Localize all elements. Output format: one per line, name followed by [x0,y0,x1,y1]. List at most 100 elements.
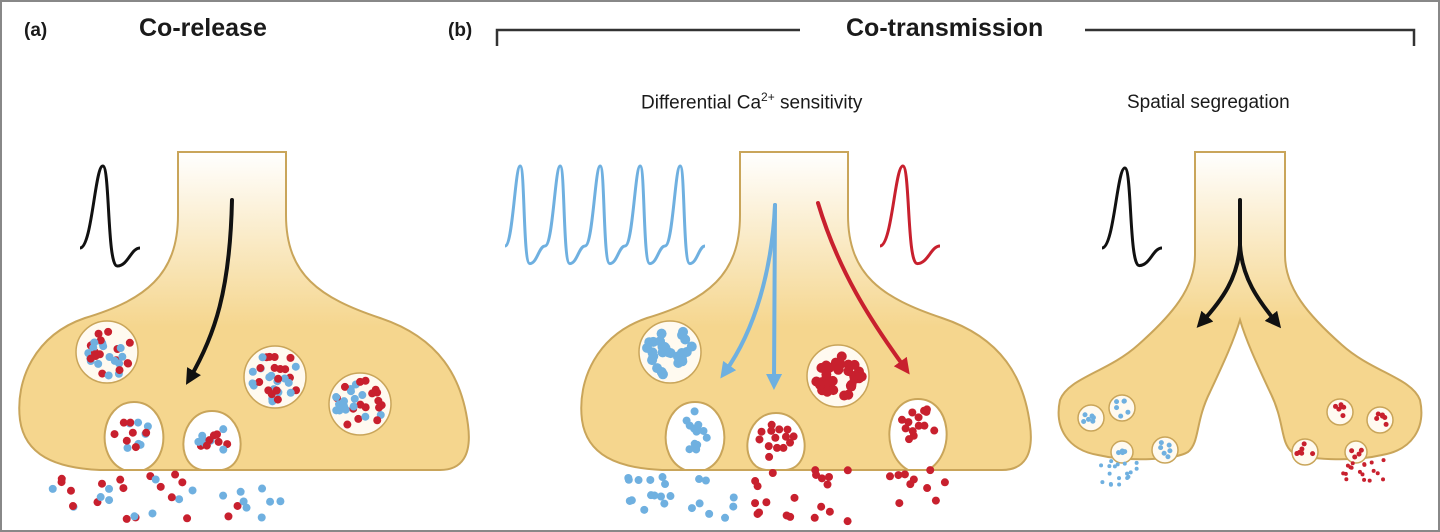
released-transmitter [1117,482,1122,487]
transmitter-molecule [110,430,119,439]
transmitter-molecule [374,396,383,405]
vesicle-b1-blue [638,320,702,384]
transmitter-molecule [648,351,659,362]
released-transmitter [66,486,75,495]
transmitter-molecule [115,366,124,375]
released-transmitter [1341,471,1346,476]
transmitter-molecule [702,433,711,442]
released-transmitter [130,512,139,521]
action-potential-trace-blue [583,164,626,266]
released-transmitter [656,492,665,501]
transmitter-molecule [272,386,281,395]
released-transmitter [940,478,949,487]
vesicle-b2-red-2 [1366,406,1394,434]
vesicle-b2-red-2-membrane [1366,406,1394,434]
transmitter-molecule [1114,405,1120,411]
transmitter-molecule [98,369,107,378]
fusing-vesicle-b1-blue-pocket [664,400,726,471]
released-transmitter [1350,461,1355,466]
transmitter-molecule [824,362,835,373]
action-potential-trace-b2 [1101,166,1163,268]
transmitter-molecule [219,445,228,454]
released-transmitter [242,503,251,512]
transmitter-molecule [1166,442,1172,448]
transmitter-molecule [116,344,125,353]
released-transmitter [239,497,248,506]
transmitter-molecule [286,388,295,397]
released-transmitter [695,499,704,508]
released-transmitter [97,479,106,488]
released-transmitter [1381,458,1386,463]
transmitter-molecule [358,391,367,400]
released-transmitter [1115,462,1120,467]
transmitter-molecule [905,435,914,444]
released-transmitter [646,475,655,484]
transmitter-molecule [373,416,382,425]
released-transmitter [1344,477,1349,482]
heading-spatial-segregation: Spatial segregation [1127,92,1290,113]
transmitter-molecule [833,364,844,375]
transmitter-molecule [757,427,766,436]
released-transmitter [68,502,77,511]
transmitter-molecule [286,353,295,362]
released-transmitter [705,509,714,518]
transmitter-molecule [1349,448,1355,454]
released-transmitter [721,513,730,522]
transmitter-molecule [1333,403,1339,409]
released-transmitter [823,480,832,489]
panel-b-title: Co-transmission [846,14,1044,42]
released-transmitter [1381,477,1386,482]
released-cloud-b1-red-2 [885,466,949,508]
released-transmitter [810,513,819,522]
transmitter-molecule [781,432,790,441]
released-cloud-a [48,470,285,523]
transmitter-molecule [914,421,923,430]
transmitter-molecule [284,378,293,387]
released-transmitter [701,476,710,485]
released-transmitter [1100,480,1105,485]
transmitter-molecule [901,424,910,433]
terminal-a [18,151,470,471]
released-transmitter [926,466,935,475]
transmitter-molecule [1165,454,1171,460]
transmitter-molecule [773,443,782,452]
released-transmitter [1134,460,1139,465]
transmitter-molecule [94,359,103,368]
fusing-vesicle-b2-blue [1110,440,1134,464]
transmitter-molecule [657,341,668,352]
transmitter-molecule [1090,418,1096,424]
transmitter-molecule [922,407,931,416]
released-transmitter [119,484,128,493]
vesicle-b2-blue-1 [1077,404,1105,432]
transmitter-molecule [856,371,867,382]
released-transmitter [906,480,915,489]
transmitter-molecule [843,359,854,370]
transmitter-molecule [1294,451,1300,457]
transmitter-molecule [1082,412,1088,418]
transmitter-molecule [104,327,113,336]
transmitter-molecule [680,334,691,345]
released-transmitter [1112,464,1117,469]
transmitter-molecule [339,399,348,408]
transmitter-molecule [767,420,776,429]
transmitter-molecule [1310,451,1316,457]
transmitter-molecule [346,387,355,396]
transmitter-molecule [1301,441,1307,447]
released-transmitter [122,514,131,523]
transmitter-molecule [143,422,152,431]
transmitter-molecule [1114,399,1120,405]
vesicle-b2-blue-2 [1108,394,1136,422]
released-transmitter [1369,460,1374,465]
transmitter-molecule [1125,409,1131,415]
transmitter-molecule [361,412,370,421]
released-transmitter [660,499,669,508]
transmitter-molecule [827,375,838,386]
released-transmitter [178,478,187,487]
released-transmitter [811,466,820,475]
transmitter-molecule [1339,404,1345,410]
released-transmitter [1375,471,1380,476]
transmitter-molecule [908,408,917,417]
released-transmitter [900,470,909,479]
